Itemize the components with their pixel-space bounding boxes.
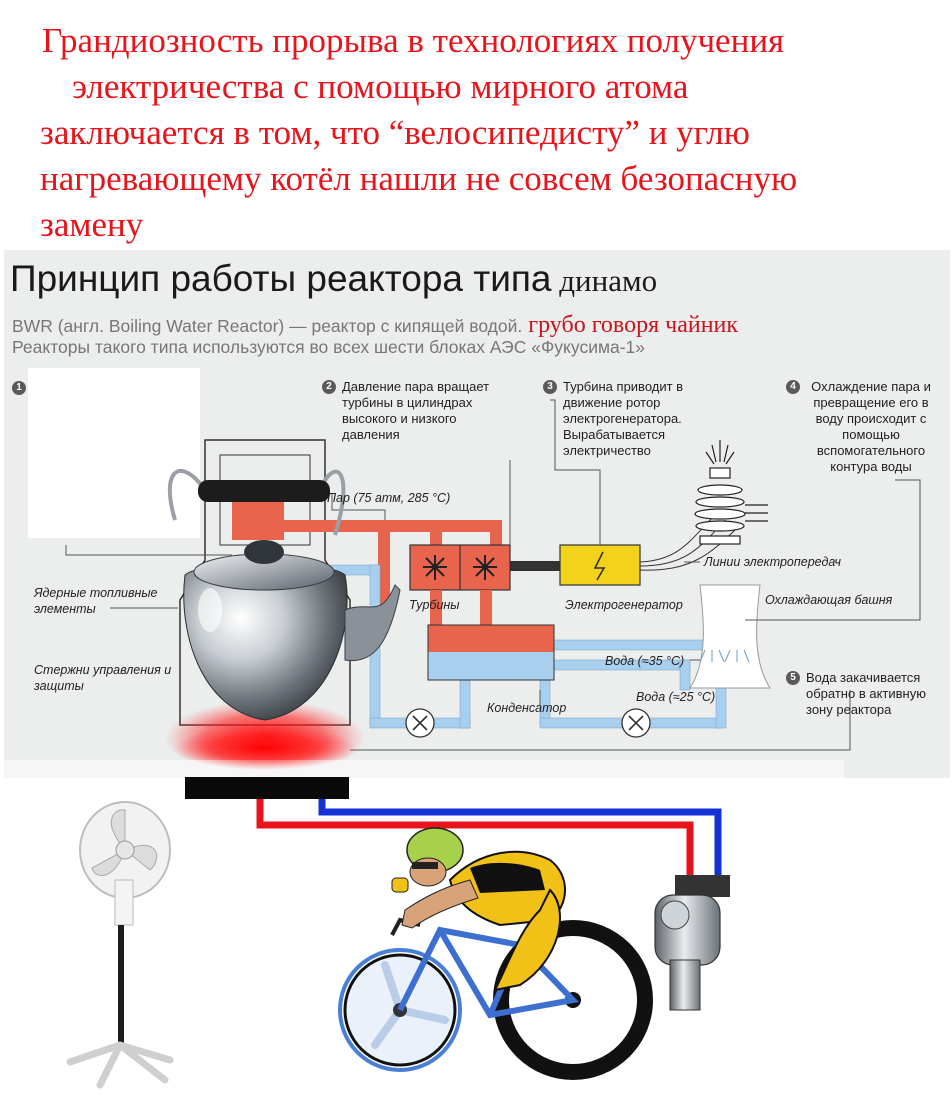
label-cooling-tower: Охлаждающая башня	[765, 593, 893, 607]
step-5-text: Вода закачивается обратно в активную зон…	[806, 670, 926, 717]
step-3-number: 3	[543, 380, 557, 394]
turbine-exhaust	[430, 590, 492, 625]
cooling-tower	[689, 584, 771, 689]
pump-icon	[405, 708, 651, 738]
panel-footer-strip	[4, 760, 844, 778]
panel-title-main: Принцип работы реактора типа	[10, 258, 552, 299]
label-water-35: Вода (≈35 °С)	[605, 654, 685, 668]
label-turbines: Турбины	[409, 598, 460, 612]
panel-title: Принцип работы реактора типа динамо	[10, 258, 657, 300]
panel-subtitle: BWR (англ. Boiling Water Reactor) — реак…	[12, 312, 738, 339]
label-rods: Стержни управления и защиты	[34, 663, 172, 693]
label-generator: Электрогенератор	[565, 598, 683, 612]
headline-line-5: замену	[40, 205, 144, 244]
step-1-number: 1	[12, 381, 26, 395]
generator-icon	[559, 544, 641, 586]
label-water-25: Вода (≈25 °С)	[636, 690, 716, 704]
headline: Грандиозность прорыва в технологиях полу…	[0, 18, 952, 248]
step-5: 5 Вода закачивается обратно в активную з…	[786, 670, 941, 718]
panel-subtitle-text: BWR (англ. Boiling Water Reactor) — реак…	[12, 316, 523, 336]
step-2: 2 Давление пара вращает турбины в цилинд…	[322, 379, 502, 443]
step-3: 3 Турбина приводит в движение ротор элек…	[543, 379, 713, 459]
insulator-icon	[694, 440, 768, 545]
step-3-text: Турбина приводит в движение ротор электр…	[563, 379, 684, 458]
panel-subtitle-2: Реакторы такого типа используются во все…	[12, 337, 646, 357]
step-2-number: 2	[322, 380, 336, 394]
fan-icon	[66, 801, 174, 1089]
heat-glow-strip	[173, 726, 357, 770]
label-power-lines: Линии электропередач	[704, 555, 841, 569]
panel-subtitle-overlay: грубо говоря чайник	[528, 312, 739, 338]
reactor-steam-zone	[232, 500, 284, 540]
headline-line-4: нагревающему котёл нашли не совсем безоп…	[40, 159, 798, 198]
step-4-text: Охлаждение пара и превращение его в воду…	[811, 379, 931, 474]
label-steam: Пар (75 атм, 285 °С)	[327, 491, 451, 505]
step-4-number: 4	[786, 380, 800, 394]
blue-wire	[318, 799, 722, 880]
callout-lines	[65, 399, 921, 751]
condenser	[427, 624, 555, 681]
headline-line-3: заключается в том, что “велосипедисту” и…	[40, 113, 750, 152]
kettle-icon	[167, 468, 401, 721]
cyclist-icon	[338, 827, 653, 1080]
heater-plate-front	[185, 777, 349, 799]
generator-shaft	[510, 561, 560, 571]
headline-line-2: электричества с помощью мирного атома	[72, 67, 689, 106]
turbine-icon	[409, 544, 511, 591]
step-5-number: 5	[786, 671, 800, 685]
red-wire	[256, 799, 694, 878]
label-fuel: Ядерные топливные элементы	[34, 586, 158, 616]
dynamo-icon	[654, 875, 730, 1011]
step-2-text: Давление пара вращает турбины в цилиндра…	[342, 379, 490, 442]
headline-line-1: Грандиозность прорыва в технологиях полу…	[42, 21, 785, 60]
label-condenser: Конденсатор	[487, 701, 567, 715]
steam-pipes	[284, 520, 502, 608]
step-4: 4 Охлаждение пара и превращение его в во…	[786, 379, 936, 475]
panel-title-overlay: динамо	[551, 263, 658, 298]
